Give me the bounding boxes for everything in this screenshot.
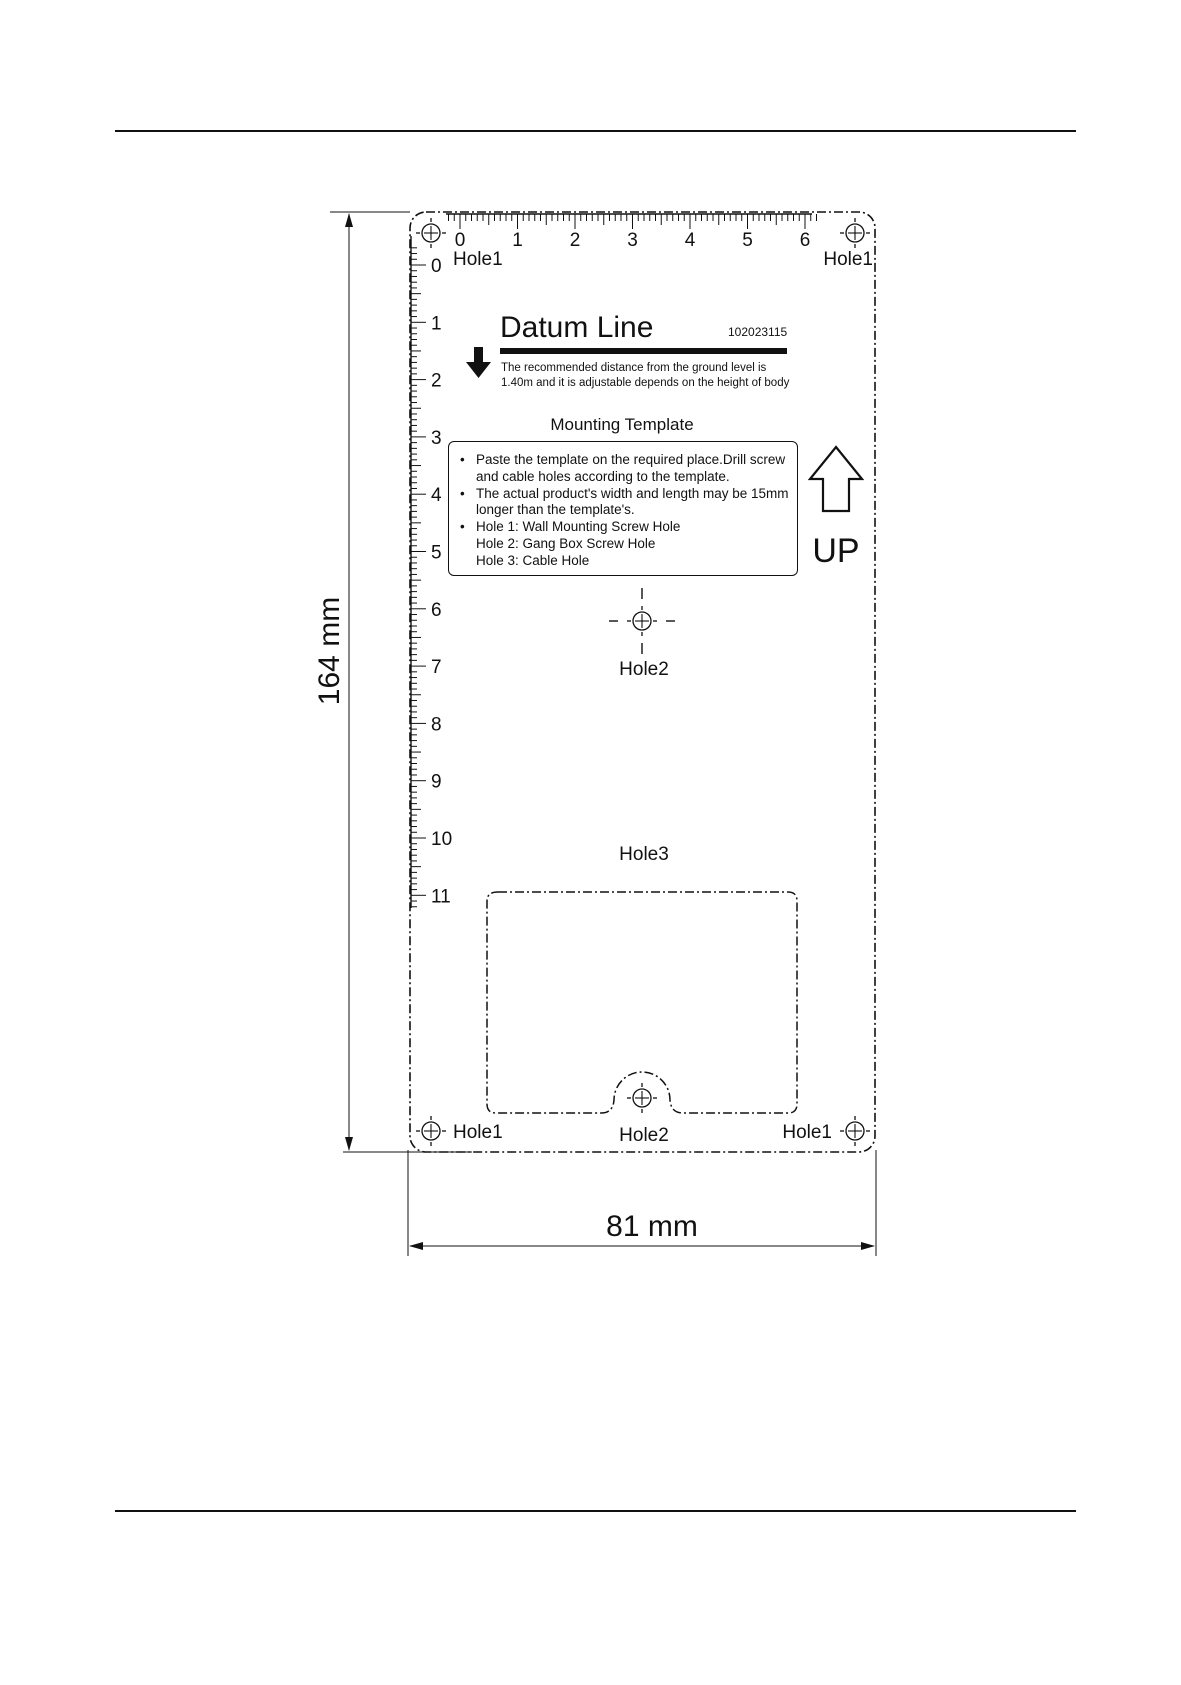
vertical-ruler [410, 236, 426, 908]
arrow-up-outline-icon [807, 445, 865, 513]
instruction-line: Hole 3: Cable Hole [476, 552, 590, 568]
horizontal-ruler-labels: 0 1 2 3 4 5 6 [455, 230, 811, 251]
vertical-ruler-label: 8 [431, 714, 442, 735]
width-dimension: 81 mm [407, 1150, 877, 1256]
crosshair-target-icon [839, 217, 871, 249]
hole1-top-left-label: Hole1 [453, 249, 503, 270]
datum-note-line1: The recommended distance from the ground… [501, 362, 767, 374]
horizontal-ruler [446, 213, 817, 229]
crosshair-target-icon [626, 1082, 658, 1114]
instruction-line: The actual product's width and length ma… [457, 486, 789, 503]
horizontal-ruler-label: 6 [800, 230, 811, 251]
instruction-line: and cable holes according to the templat… [476, 468, 730, 484]
hole2-middle-guides [609, 588, 675, 654]
height-dimension: 164 mm [313, 211, 472, 1153]
hole3-cable-cutout [486, 891, 798, 1114]
hole1-top-right-label: Hole1 [823, 249, 873, 270]
vertical-ruler-label: 3 [431, 428, 442, 449]
vertical-ruler-label: 6 [431, 600, 442, 621]
hole2-middle-label: Hole2 [619, 659, 669, 680]
instruction-box: Paste the template on the required place… [448, 441, 798, 576]
vertical-ruler-label: 4 [431, 485, 442, 506]
instruction-line: Hole 2: Gang Box Screw Hole [476, 535, 656, 551]
arrow-down-icon [466, 347, 491, 378]
vertical-ruler-label: 5 [431, 543, 442, 564]
crosshair-target-icon [839, 1115, 871, 1147]
horizontal-ruler-label: 1 [512, 230, 523, 251]
datum-line-title: Datum Line [500, 311, 653, 344]
template-outline [409, 211, 876, 1153]
bottom-rule [115, 1510, 1076, 1512]
instruction-line: longer than the template's. [476, 502, 635, 518]
hole1-bottom-left-label: Hole1 [453, 1122, 503, 1143]
vertical-ruler-label: 9 [431, 772, 442, 793]
top-rule [115, 130, 1076, 132]
vertical-ruler-label: 11 [431, 886, 451, 907]
horizontal-ruler-label: 4 [685, 230, 696, 251]
vertical-ruler-labels: 0 1 2 3 4 5 6 7 8 9 10 11 [431, 256, 452, 907]
crosshair-target-icon [415, 217, 447, 249]
vertical-ruler-label: 7 [431, 657, 442, 678]
crosshair-target-icon [415, 1115, 447, 1147]
horizontal-ruler-label: 2 [570, 230, 581, 251]
hole3-label: Hole3 [619, 844, 669, 865]
datum-line-bar [500, 348, 787, 354]
vertical-ruler-label: 2 [431, 371, 442, 392]
up-label: UP [812, 532, 859, 570]
instruction-line: Hole 1: Wall Mounting Screw Hole [457, 519, 789, 536]
horizontal-ruler-label: 3 [627, 230, 638, 251]
horizontal-ruler-label: 5 [742, 230, 753, 251]
height-dimension-label: 164 mm [313, 597, 346, 705]
hole2-bottom-label: Hole2 [619, 1125, 669, 1146]
hole1-bottom-right-label: Hole1 [782, 1122, 832, 1143]
datum-note-line2: 1.40m and it is adjustable depends on th… [501, 377, 790, 389]
datum-code: 102023115 [728, 325, 788, 339]
instruction-line: Paste the template on the required place… [457, 452, 789, 469]
horizontal-ruler-label: 0 [455, 230, 466, 251]
crosshair-target-icon [626, 605, 658, 637]
vertical-ruler-label: 1 [431, 313, 442, 334]
instruction-list: Paste the template on the required place… [457, 452, 789, 570]
mounting-template-title: Mounting Template [550, 415, 693, 434]
width-dimension-label: 81 mm [606, 1210, 698, 1243]
vertical-ruler-label: 0 [431, 256, 442, 277]
vertical-ruler-label: 10 [431, 829, 452, 850]
